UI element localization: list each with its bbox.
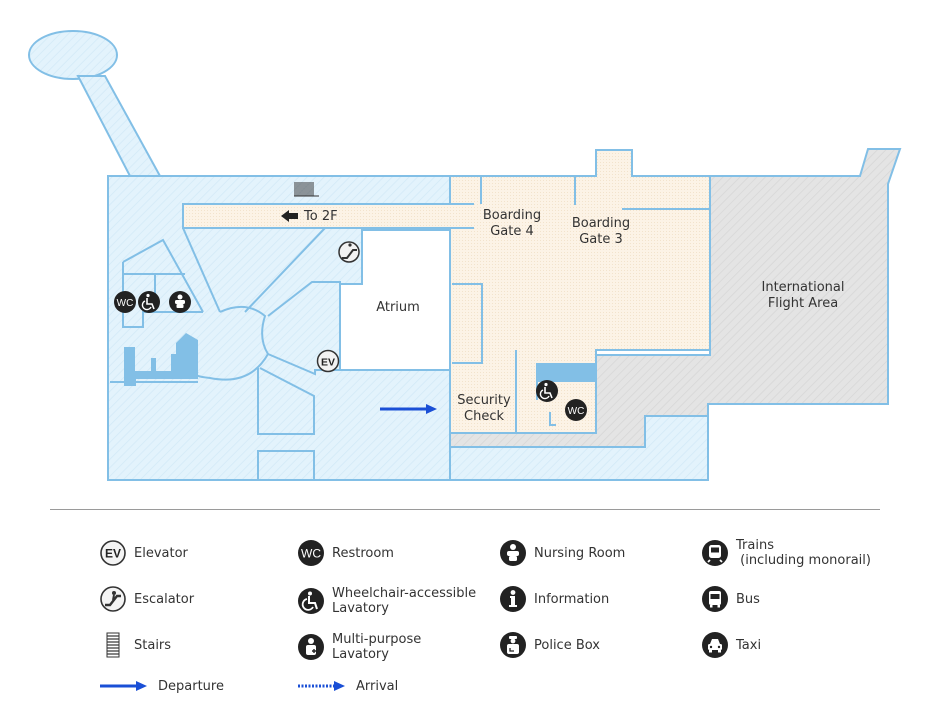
legend-label: Police Box [534,637,600,653]
legend-item-bus: Bus [702,586,760,612]
restroom-icon: WC [565,399,587,421]
legend-label: Restroom [332,545,394,561]
arrival-arrow-icon [298,681,345,691]
nursing-room-icon [500,540,526,566]
legend-label: Wheelchair-accessible Lavatory [332,586,477,616]
bus-icon [702,586,728,612]
departure-arrow-icon [380,404,437,414]
legend-item-restroom: WC Restroom [298,540,394,566]
legend-label: Multi-purpose Lavatory [332,632,422,662]
legend-item-information: Information [500,586,609,612]
legend-label: Stairs [134,637,172,653]
legend-label: Information [534,591,610,607]
legend-item-wheelchair-lavatory: Wheelchair-accessible Lavatory [298,586,476,616]
restroom-icon: WC [298,540,324,566]
legend-item-arrival: Arrival [298,678,398,694]
information-icon [500,586,526,612]
to-2f-arrow-icon [281,210,298,222]
legend-divider [50,509,880,510]
legend-label: Departure [158,678,224,694]
svg-text:WC: WC [568,406,585,417]
walkway-corridor [76,75,162,177]
legend-label: Bus [736,591,760,607]
atrium-label: Atrium [376,300,420,315]
legend-label: Taxi [736,637,762,653]
restroom-icon: WC [114,291,136,313]
police-box-icon [500,632,526,658]
legend-label: Elevator [134,545,188,561]
stairs-icon [106,632,120,658]
svg-text:WC: WC [117,298,134,309]
security-check-label: Security Check [457,393,511,424]
international-flight-area-label: International Flight Area [761,280,845,311]
legend-label: Arrival [356,678,399,694]
escalator-icon [100,586,126,612]
wheelchair-icon [298,588,324,614]
train-icon [702,540,728,566]
elevator-icon: EV [316,349,340,373]
wheelchair-icon [536,380,558,402]
legend-item-departure: Departure [100,678,224,694]
svg-text:WC: WC [301,547,321,561]
elevator-icon: EV [100,540,126,566]
floor-map: EV WC WC [28,30,902,481]
legend-item-escalator: Escalator [100,586,194,612]
legend-item-trains: Trains (including monorail) [702,538,871,568]
legend-label: Trains (including monorail) [736,538,871,568]
ev-glyph: EV [321,357,335,369]
to-2f-label: To 2F [304,209,338,224]
escalator-icon [338,241,360,263]
legend-item-elevator: EV Elevator [100,540,188,566]
observation-deck [28,30,118,80]
nursing-room-icon [169,291,191,313]
stairs-icon [294,182,319,197]
taxi-icon [702,632,728,658]
legend-item-stairs: Stairs [100,632,171,658]
legend-label: Escalator [134,591,195,607]
restroom-blocks [124,333,596,386]
boarding-gate-3-label: Boarding Gate 3 [571,216,631,247]
boarding-gate-4-label: Boarding Gate 4 [482,208,542,239]
wheelchair-icon [138,291,160,313]
legend-item-nursing-room: Nursing Room [500,540,625,566]
legend-item-taxi: Taxi [702,632,761,658]
departure-arrow-icon [100,681,147,691]
legend-item-multipurpose-lavatory: Multi-purpose Lavatory [298,632,421,662]
interior-walls [110,176,710,481]
multipurpose-lavatory-icon [298,634,324,660]
legend-label: Nursing Room [534,545,626,561]
legend-item-police-box: Police Box [500,632,600,658]
svg-text:EV: EV [105,547,121,561]
